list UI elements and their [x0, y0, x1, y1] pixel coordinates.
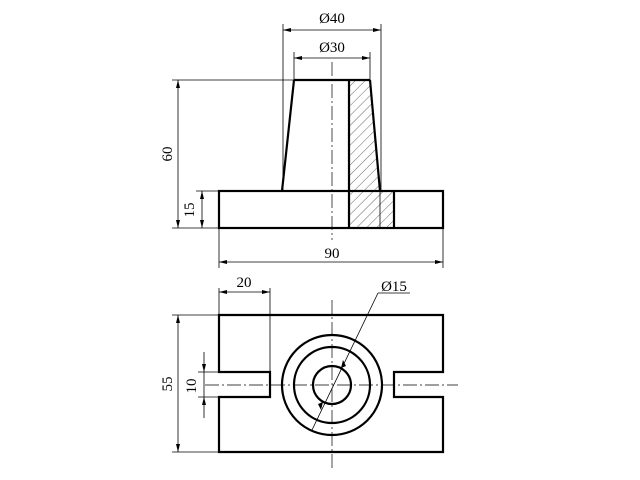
dim-inner-diameter: Ø30: [293, 40, 371, 80]
dim-total-width: 90: [218, 228, 444, 268]
front-tube-left-edge: [280, 79, 296, 192]
dim-slot-width: 10: [184, 352, 219, 418]
section-hatch-flange: [380, 190, 394, 228]
front-view: Ø40 Ø30 60 15: [160, 11, 445, 268]
front-base-outline: [217, 189, 445, 230]
dim-inner-diameter-label: Ø30: [319, 40, 345, 56]
dim-total-height: 60: [160, 79, 294, 229]
dim-hole-diameter: Ø15: [311, 279, 410, 431]
dim-hole-diameter-label: Ø15: [381, 279, 407, 295]
front-tube-right-edge: [368, 79, 382, 192]
dim-slot-offset-label: 20: [237, 275, 252, 291]
dim-outer-diameter: Ø40: [282, 11, 382, 190]
dim-depth-label: 55: [160, 377, 176, 392]
dim-base-height-label: 15: [182, 203, 198, 218]
top-view: 20 Ø15 55 10: [160, 275, 458, 470]
dim-slot-width-label: 10: [184, 379, 200, 394]
section-hatch-tube: [349, 80, 380, 228]
dim-outer-diameter-label: Ø40: [319, 11, 345, 27]
dim-depth: 55: [160, 314, 219, 453]
dim-slot-offset: 20: [218, 275, 271, 372]
dim-base-height: 15: [182, 190, 219, 228]
dim-total-width-label: 90: [325, 246, 340, 262]
dim-total-height-label: 60: [160, 147, 176, 162]
